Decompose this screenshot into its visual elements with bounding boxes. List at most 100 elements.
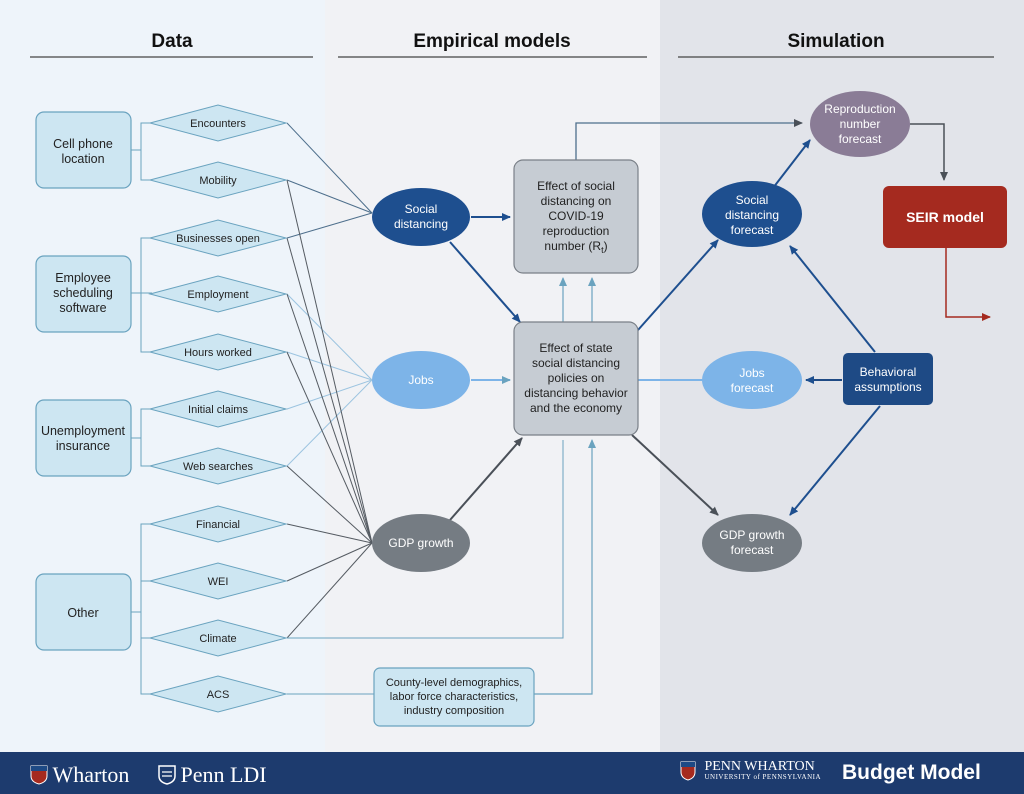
node-reproduction-forecast [810,91,910,157]
source-employee-label-3: software [59,301,106,315]
wharton-text: Wharton [52,762,130,787]
indicator-climate-label: Climate [199,633,236,645]
penn-ldi-logo: Penn LDI [158,762,267,788]
node-jobs-fc-line-2: forecast [731,381,774,395]
indicator-employment-label: Employment [187,289,248,301]
node-social-fc-line-3: forecast [731,223,774,237]
empirical-arrows [449,119,803,695]
budget-model-text: Budget Model [842,761,981,784]
arrow-social-to-effect-state [449,241,521,323]
source-unemployment-insurance [35,399,132,477]
box-county-level [373,667,535,727]
wharton-logo: Wharton [30,762,129,788]
box-county-line-3: industry composition [404,705,504,717]
source-other [35,573,132,651]
indicator-initial-claims [148,390,288,428]
indicator-businesses-label: Businesses open [176,233,260,245]
source-unemployment-label-2: insurance [56,439,110,453]
indicator-financial [148,505,288,543]
box-county-line-1: County-level demographics, [386,677,522,689]
header-data: Data [151,31,193,52]
box-effect-state-line-3: policies on [548,371,605,385]
indicator-employment [148,275,288,313]
source-cell-phone-label-2: location [61,152,104,166]
penn-shield-icon [158,765,176,785]
pwbm-logo: PENN WHARTON UNIVERSITY of PENNSYLVANIA [680,760,821,781]
box-effect-r-line-2: distancing on [541,194,612,208]
indicator-acs-label: ACS [207,689,230,701]
indicator-climate [148,619,288,657]
node-repro-line-1: Reproduction [824,102,895,116]
box-effect-r-number: number (R [544,239,601,253]
node-jobs-label: Jobs [408,373,433,387]
source-employee-scheduling [35,255,132,333]
node-repro-line-3: forecast [839,132,882,146]
source-employee-label-1: Employee [55,271,111,285]
empirical-nodes: Social distancing Jobs GDP growth Effect… [372,159,639,727]
indicator-claims-label: Initial claims [188,404,248,416]
indicator-mobility [148,161,288,199]
node-gdp-fc-line-1: GDP growth [719,528,784,542]
source-cell-phone [35,111,132,189]
box-county-line-2: labor force characteristics, [390,691,518,703]
pwbm-shield-icon [680,761,696,781]
source-cell-phone-label-1: Cell phone [53,137,113,151]
arrow-gdp-to-effect-state [449,437,523,521]
indicator-hours-label: Hours worked [184,347,252,359]
node-social-distancing-forecast [702,181,802,247]
box-behavioral-line-1: Behavioral [860,365,917,379]
indicator-diamonds: Encounters Mobility Businesses open Empl… [148,104,288,713]
simulation-nodes: Reproduction number forecast Social dist… [702,91,1007,572]
box-effect-r-close: ) [604,239,608,253]
indicator-acs [148,675,288,713]
box-effect-state-line-2: social distancing [532,356,620,370]
source-unemployment-label-1: Unemployment [41,424,126,438]
node-repro-line-2: number [840,117,881,131]
box-behavioral-assumptions [843,353,933,405]
node-jobs-forecast [702,351,802,409]
arrow-state-to-gdp-fc [631,434,719,516]
indicator-businesses-open [148,219,288,257]
indicator-hours-worked [148,333,288,371]
box-effect-r-line-3: COVID-19 [548,209,604,223]
indicator-websearch-label: Web searches [183,461,254,473]
node-gdp-growth-forecast [702,514,802,572]
wharton-shield-icon [30,765,48,785]
arrow-repro-to-seir [910,123,948,181]
pwbm-line-2: UNIVERSITY of PENNSYLVANIA [704,773,822,781]
node-gdp-growth [372,514,470,572]
indicator-wei [148,562,288,600]
node-jobs-fc-line-1: Jobs [739,366,764,380]
indicator-mobility-label: Mobility [199,175,237,187]
arrow-effect-r-to-repro [575,119,803,160]
indicator-web-searches [148,447,288,485]
box-effect-on-reproduction [513,159,639,274]
budget-model-title: Budget Model [842,761,981,785]
source-boxes: Cell phone location Employee scheduling … [35,111,132,651]
box-effect-r-line-1: Effect of social [537,179,615,193]
node-social-label-1: Social [405,202,438,216]
arrow-county-to-state [534,439,596,695]
node-social-distancing [372,188,470,246]
arrow-state-to-social-fc [637,239,719,331]
arrow-social-fc-to-repro [772,139,811,189]
arrow-behavioral-to-gdp-fc [789,405,881,516]
node-gdp-label: GDP growth [388,536,453,550]
box-effect-r-line-5: number (Rt) [544,239,607,255]
node-jobs [372,351,470,409]
box-effect-r-line-4: reproduction [543,224,610,238]
pwbm-line-1: PENN WHARTON [704,759,815,774]
node-social-fc-line-1: Social [736,193,769,207]
footer-bar: Wharton Penn LDI PENN WHARTON UNIVERSITY… [0,752,1024,794]
header-simulation: Simulation [787,31,884,52]
header-empirical: Empirical models [413,31,570,52]
node-social-label-2: distancing [394,217,448,231]
arrow-behavioral-to-social-fc [789,245,876,353]
box-seir-label: SEIR model [906,209,984,225]
source-employee-label-2: scheduling [53,286,113,300]
box-effect-state-line-5: and the economy [530,401,622,415]
penn-ldi-text: Penn LDI [180,762,267,787]
source-other-label: Other [67,606,98,620]
arrow-seir-output [945,248,991,321]
